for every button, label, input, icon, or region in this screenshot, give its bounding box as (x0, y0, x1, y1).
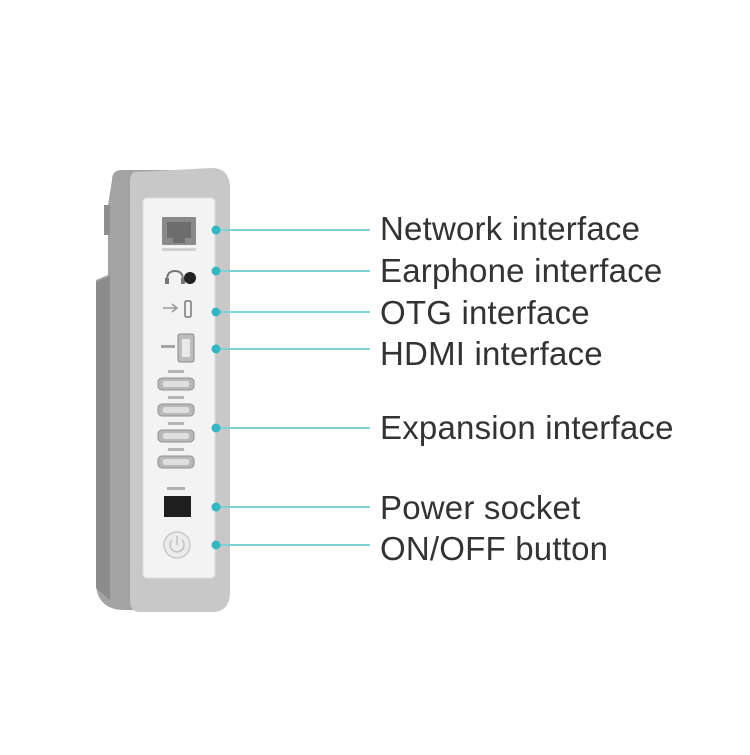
label-power-socket: Power socket (380, 489, 581, 526)
label-hdmi-interface: HDMI interface (380, 335, 603, 372)
leader-expansion (211, 423, 370, 433)
usb-icon (163, 300, 192, 318)
label-network-interface: Network interface (380, 210, 641, 247)
label-onoff-button: ON/OFF button (380, 530, 609, 567)
power-icon (163, 531, 191, 559)
headphone-icon (165, 269, 196, 284)
leader-hdmi (211, 344, 370, 354)
label-otg-interface: OTG interface (380, 294, 590, 331)
label-expansion-interface: Expansion interface (380, 409, 674, 446)
expansion-ports (157, 370, 195, 469)
leader-network (211, 225, 370, 235)
label-earphone-interface: Earphone interface (380, 252, 663, 289)
leader-otg (211, 307, 370, 317)
leader-power (211, 502, 370, 512)
leader-earphone (211, 266, 370, 276)
device-tab (104, 205, 110, 235)
hdmi-port-icon (161, 333, 195, 363)
device-casing-side (96, 276, 110, 600)
power-socket (164, 487, 191, 517)
leader-onoff (211, 540, 370, 550)
ethernet-port-icon (162, 217, 196, 251)
